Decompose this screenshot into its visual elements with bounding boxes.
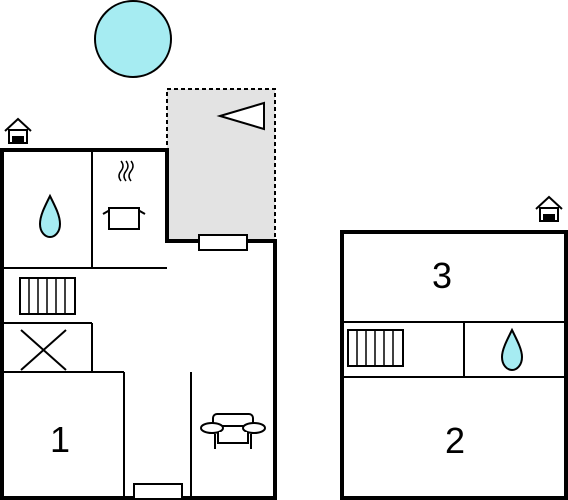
sun-icon [94,0,172,78]
water-drop-icon [38,193,62,239]
room-label-1: 1 [50,419,70,460]
right-building-walls [340,230,568,500]
interior-walls [2,150,192,498]
terrace-dashed-border [166,88,276,241]
cooking-pot-icon [102,160,146,230]
room-label-2: 2 [445,420,465,461]
left-building-walls [0,148,277,500]
void-cross [20,329,67,371]
window [133,483,183,500]
triangle-arrow-icon [216,101,265,131]
window [198,234,248,251]
house-entrance-icon [535,195,563,222]
stairs-icon [347,329,404,367]
stairs-icon [19,277,76,315]
room-label-3: 3 [432,255,452,296]
water-drop-icon [500,327,524,372]
sofa-icon [200,413,266,449]
house-entrance-icon [4,117,32,144]
right-interior-walls [342,321,566,378]
